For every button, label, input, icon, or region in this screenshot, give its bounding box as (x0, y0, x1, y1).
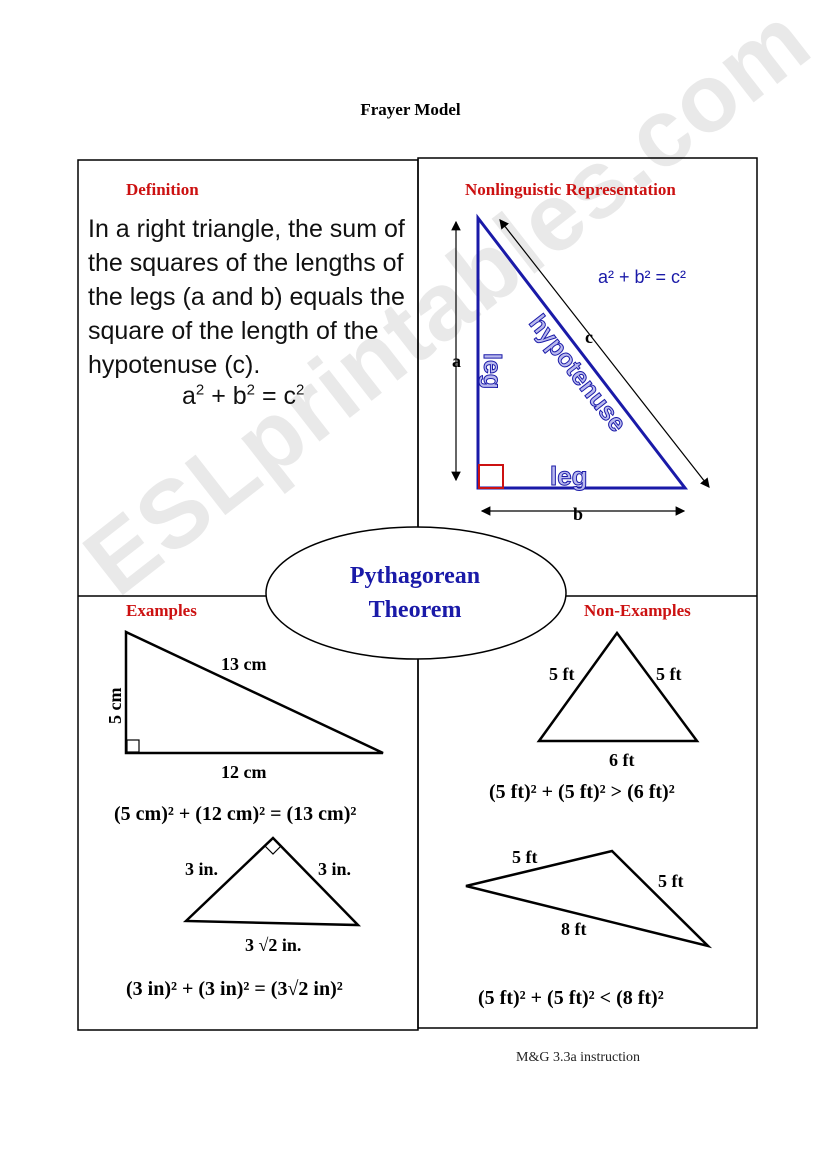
center-title-line1: Pythagorean (350, 563, 480, 589)
nonexample-triangle-2: 5 ft 5 ft 8 ft (5 ft)² + (5 ft)² < (8 ft… (465, 847, 713, 1009)
nonexample2-side-long: 8 ft (561, 919, 587, 939)
representation-diagram: a b c a² + b² = c² leg leg hypotenuse (451, 213, 710, 524)
example1-side-vertical: 5 cm (105, 688, 125, 724)
example2-side-base: 3 √2 in. (245, 935, 301, 955)
label-c: c (585, 327, 593, 347)
formula-exp-a: 2 (195, 381, 205, 399)
hypotenuse-label: hypotenuse (523, 309, 631, 437)
examples-heading: Examples (126, 601, 197, 620)
formula-exp-b: 2 (246, 381, 255, 399)
nonexample2-shape (465, 849, 713, 949)
definition-heading: Definition (126, 180, 199, 199)
representation-heading: Nonlinguistic Representation (465, 180, 676, 199)
right-angle-marker (478, 464, 504, 489)
footer-note: M&G 3.3a instruction (516, 1050, 641, 1065)
nonexample1-side-right: 5 ft (656, 664, 682, 684)
right-triangle (476, 213, 689, 490)
example2-equation: (3 in)² + (3 in)² = (3√2 in)² (126, 978, 343, 1000)
example1-side-hypotenuse: 13 cm (221, 654, 266, 674)
example2-side-left: 3 in. (185, 859, 218, 879)
formula-a: a (182, 382, 196, 410)
formula-exp-c: 2 (296, 381, 305, 399)
nonexample1-side-base: 6 ft (609, 750, 635, 770)
nonexample2-equation: (5 ft)² + (5 ft)² < (8 ft)² (478, 987, 664, 1009)
arrow-c (499, 219, 710, 488)
formula-b: + b (204, 382, 247, 410)
example2-right-angle (264, 845, 282, 855)
non-examples-heading: Non-Examples (584, 601, 691, 620)
example1-right-angle (126, 739, 140, 753)
horizontal-leg-label: leg (550, 461, 588, 491)
nonexample-triangle-1: 5 ft 5 ft 6 ft (5 ft)² + (5 ft)² > (6 ft… (489, 630, 700, 803)
representation-formula: a² + b² = c² (598, 267, 686, 287)
nonexample2-side-right: 5 ft (658, 871, 684, 891)
center-title-line2: Theorem (369, 597, 462, 623)
example1-side-base: 12 cm (221, 762, 266, 782)
nonexample1-equation: (5 ft)² + (5 ft)² > (6 ft)² (489, 781, 675, 803)
example-triangle-2: 3 in. 3 in. 3 √2 in. (3 in)² + (3 in)² =… (126, 836, 362, 1000)
example2-side-right: 3 in. (318, 859, 351, 879)
example1-equation: (5 cm)² + (12 cm)² = (13 cm)² (114, 803, 356, 825)
example2-shape (182, 836, 362, 927)
definition-text: In a right triangle, the sum of the squa… (88, 215, 405, 379)
label-a: a (452, 351, 461, 371)
formula-c: = c (255, 382, 296, 410)
nonexample2-side-top: 5 ft (512, 847, 538, 867)
example1-shape (124, 630, 384, 755)
definition-formula: a2 + b2 = c2 (182, 382, 304, 411)
nonexample1-shape (536, 630, 700, 743)
label-b: b (573, 504, 583, 524)
example-triangle-1: 5 cm 13 cm 12 cm (5 cm)² + (12 cm)² = (1… (105, 630, 384, 825)
page-title: Frayer Model (360, 100, 461, 119)
vertical-leg-label: leg (478, 353, 506, 389)
center-ellipse (265, 526, 567, 660)
nonexample1-side-left: 5 ft (549, 664, 575, 684)
